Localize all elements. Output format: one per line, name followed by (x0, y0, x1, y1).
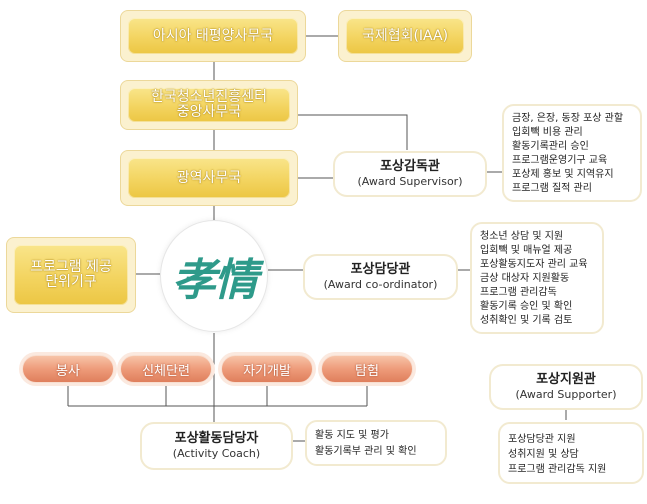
list-item: 금장, 은장, 동장 포상 관할 (512, 113, 624, 124)
list-item: 금상 대상자 지원활동 (480, 273, 570, 284)
activity-coach-title: 포상활동담당자 (174, 431, 259, 446)
award-coordinator-title-en: (Award co-ordinator) (323, 278, 438, 291)
regional-office: 광역사무국 (120, 150, 298, 206)
list-item: 성취지원 및 상담 (508, 449, 579, 460)
line-central-supervisor (296, 114, 408, 150)
coach-duties: 활동 지도 및 평가 활동기록부 관리 및 확인 (305, 420, 447, 466)
list-item: 활동기록관리 승인 (512, 141, 589, 152)
list-item: 포상제 홍보 및 지역유지 (512, 169, 614, 180)
area-service: 봉사 (22, 355, 114, 383)
area-physical: 신체단련 (120, 355, 212, 383)
program-unit-line2: 단위기구 (45, 274, 97, 290)
activity-coach-title-en: (Activity Coach) (172, 447, 261, 460)
list-item: 청소년 상담 및 지원 (480, 231, 564, 242)
award-coordinator-title: 포상담당관 (350, 262, 411, 277)
award-supporter-title: 포상지원관 (536, 372, 596, 387)
program-unit-line1: 프로그램 제공 (30, 259, 112, 275)
coordinator-duties: 청소년 상담 및 지원 입회빽 및 매뉴얼 제공 포상활동지도자 관리 교육 금… (470, 222, 604, 334)
list-item: 입회빽 비용 관리 (512, 127, 583, 138)
area-skills: 자기개발 (221, 355, 313, 383)
central-office-label: 한국청소년진흥센터 중앙사무국 (128, 88, 290, 122)
list-item: 프로그램 관리감독 (480, 287, 557, 298)
activity-coach-box: 포상활동담당자 (Activity Coach) (140, 422, 293, 470)
asia-pacific-office-label: 아시아 태평양사무국 (128, 18, 298, 54)
award-supervisor-title-en: (Award Supervisor) (357, 175, 463, 188)
list-item: 포상활동지도자 관리 교육 (480, 259, 588, 270)
award-supporter-box: 포상지원관 (Award Supporter) (489, 364, 643, 410)
list-item: 프로그램 질적 관리 (512, 183, 592, 194)
area-expedition: 탐험 (321, 355, 413, 383)
iaa-office-label: 국제협회(IAA) (346, 18, 464, 54)
list-item: 활동 지도 및 평가 (315, 430, 389, 441)
logo: 孝情 (160, 220, 268, 332)
award-supervisor-title: 포상감독관 (380, 159, 440, 174)
award-supporter-title-en: (Award Supporter) (515, 388, 617, 401)
award-supervisor-box: 포상감독관 (Award Supervisor) (333, 151, 487, 197)
program-unit-label: 프로그램 제공 단위기구 (14, 245, 128, 305)
program-unit-office: 프로그램 제공 단위기구 (6, 237, 136, 313)
iaa-office: 국제협회(IAA) (338, 10, 472, 62)
regional-office-label: 광역사무국 (128, 158, 290, 198)
list-item: 프로그램운영기구 교육 (512, 155, 608, 166)
list-item: 입회빽 및 매뉴얼 제공 (480, 245, 573, 256)
asia-pacific-office: 아시아 태평양사무국 (120, 10, 306, 62)
central-office: 한국청소년진흥센터 중앙사무국 (120, 80, 298, 130)
logo-text: 孝情 (172, 255, 258, 306)
list-item: 활동기록 승인 및 확인 (480, 301, 573, 312)
central-office-line1: 한국청소년진흥센터 (151, 89, 267, 105)
list-item: 활동기록부 관리 및 확인 (315, 446, 417, 457)
award-coordinator-box: 포상담당관 (Award co-ordinator) (303, 254, 458, 300)
list-item: 프로그램 관리감독 지원 (508, 464, 607, 475)
list-item: 성취확인 및 기록 검토 (480, 315, 573, 326)
supporter-duties: 포상담당관 지원 성취지원 및 상담 프로그램 관리감독 지원 (498, 422, 644, 484)
list-item: 포상담당관 지원 (508, 434, 576, 445)
central-office-line2: 중앙사무국 (176, 104, 242, 120)
supervisor-duties: 금장, 은장, 동장 포상 관할 입회빽 비용 관리 활동기록관리 승인 프로그… (502, 104, 642, 202)
